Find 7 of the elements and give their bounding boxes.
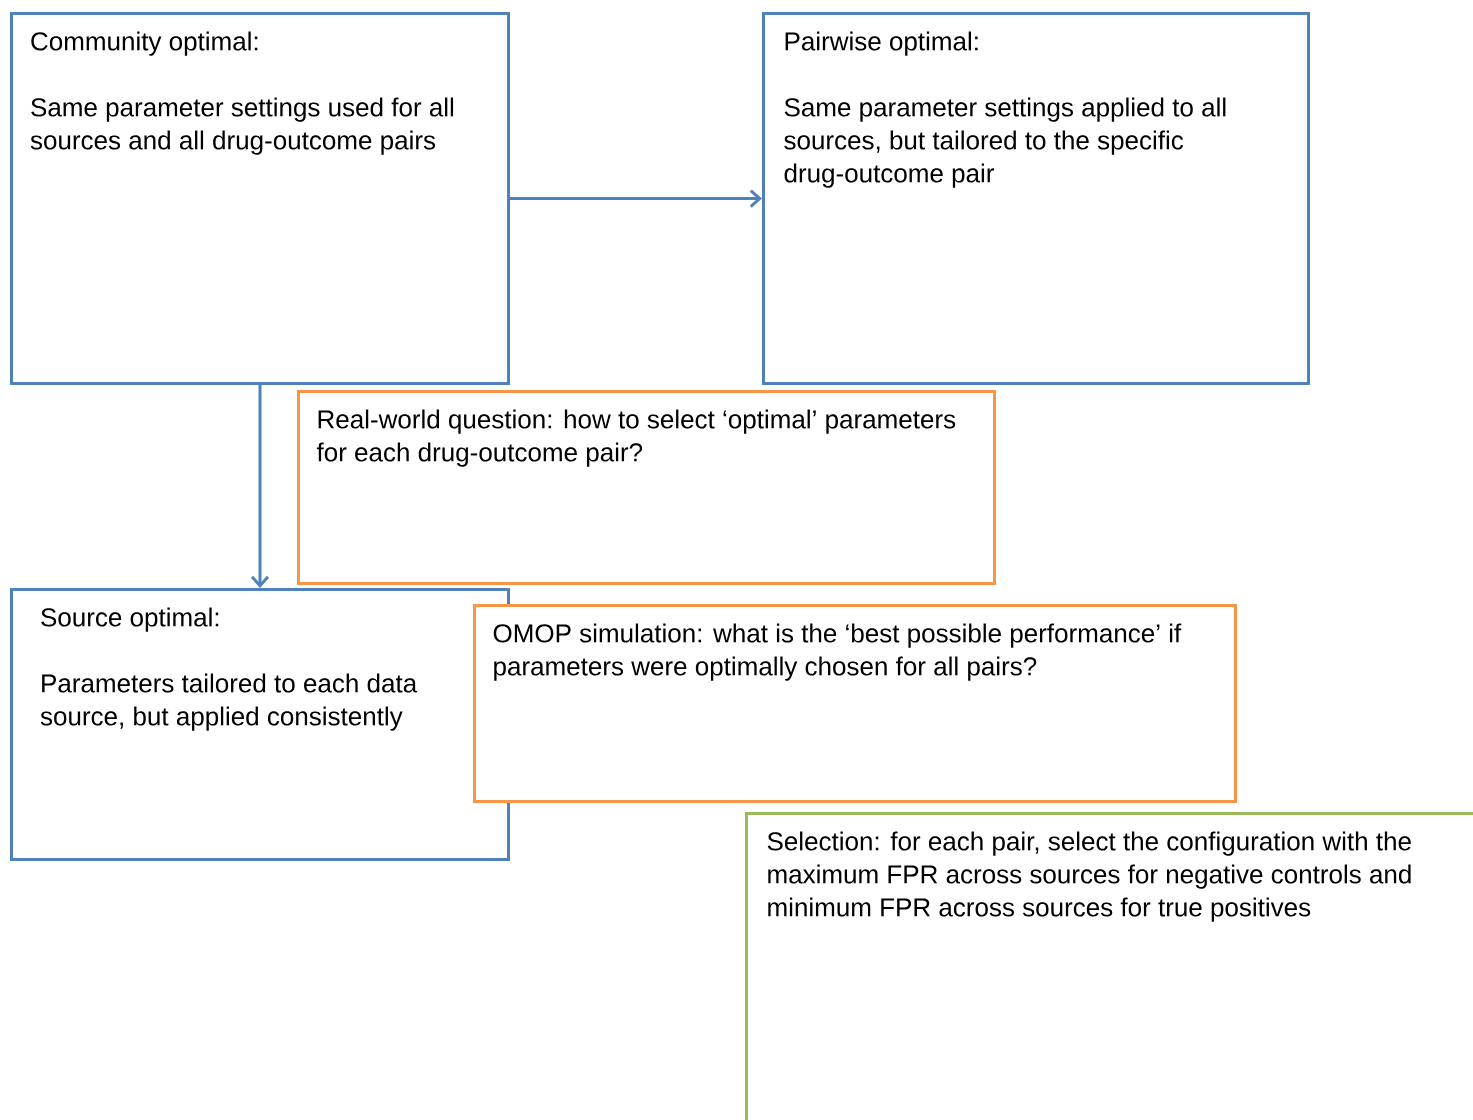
- model-box: Pairwise optimal: Same parameter settings applied to all sources, but tailored to the specific drug-outcome pair: [762, 12, 1310, 385]
- note-box: Real-world question: how to select ‘optimal’ parameters for each drug-outcome pair?: [297, 390, 996, 585]
- note-box: Selection: for each pair, select the configuration with the maximum FPR across sources for negative controls and minimum FPR across sources for true positives: [745, 812, 1473, 1120]
- note-box: OMOP simulation: what is the ‘best possible performance’ if parameters were optimally chosen for all pairs?: [473, 604, 1237, 803]
- arrow: [510, 189, 762, 208]
- model-box: Community optimal: Same parameter settings used for all sources and all drug-outcome pairs: [10, 12, 510, 385]
- arrow: [250, 385, 270, 588]
